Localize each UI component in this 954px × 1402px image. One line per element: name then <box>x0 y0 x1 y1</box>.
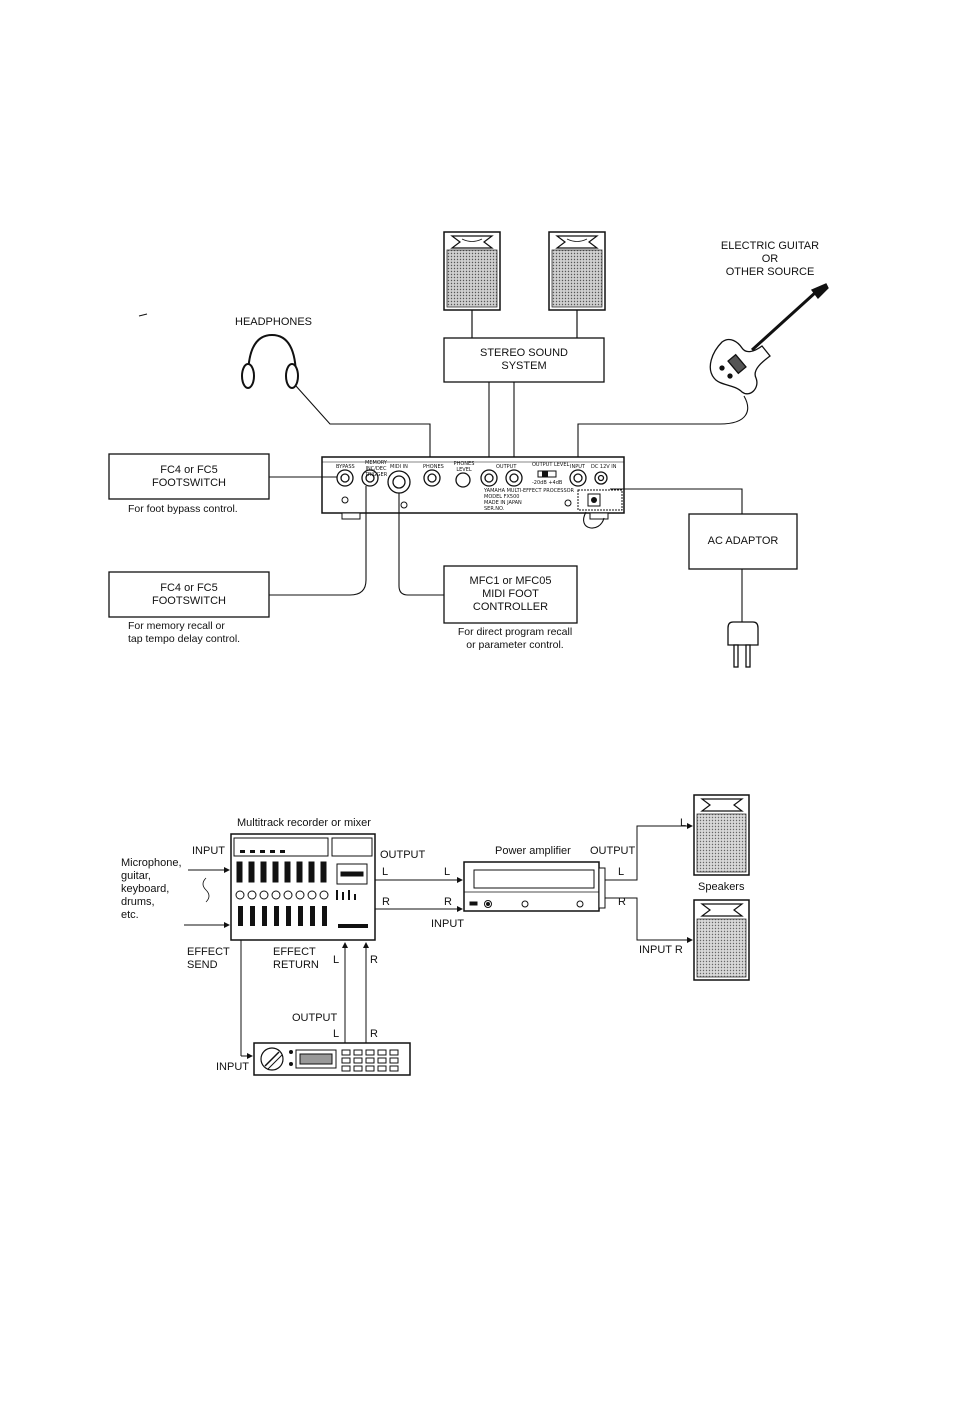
fx-output-r-label: R <box>370 1028 378 1040</box>
multitrack-label: Multitrack recorder or mixer <box>237 817 371 829</box>
mixer-output-label: OUTPUT <box>380 849 426 861</box>
footswitch-1-box <box>108 453 270 500</box>
ac-adaptor-label: AC ADAPTOR <box>707 535 779 547</box>
amp-input-r-label: R <box>444 896 452 908</box>
panel-bypass-label: BYPASS <box>336 464 355 470</box>
speakers-label: Speakers <box>698 881 745 893</box>
ac-adaptor-box <box>688 513 798 570</box>
footswitch-2-note: For memory recall or tap tempo delay con… <box>128 620 240 646</box>
footswitch-2-line-1: FC4 or FC5 <box>160 581 218 594</box>
midi-controller-box <box>443 565 578 624</box>
panel-model-label: MODEL FX500 <box>484 494 520 500</box>
power-amp-label: Power amplifier <box>495 845 571 857</box>
effect-send-line-1: EFFECT <box>187 946 230 958</box>
guitar-label: ELECTRIC GUITAR OR OTHER SOURCE <box>712 240 828 279</box>
panel-output-level-label: OUTPUT LEVEL <box>532 462 570 468</box>
midi-controller-line-2: MIDI FOOT <box>482 588 539 600</box>
speaker-input-r-label: INPUT R <box>639 944 683 956</box>
panel-output-label: OUTPUT <box>496 464 517 470</box>
panel-midi-in-label: MIDI IN <box>390 464 408 470</box>
stereo-system-box <box>443 337 605 383</box>
panel-phones-label: PHONES <box>423 464 444 470</box>
amp-output-label: OUTPUT <box>590 845 636 857</box>
panel-level-range-label: -20dB +4dB <box>532 480 563 486</box>
panel-made-in-label: MADE IN JAPAN <box>484 500 522 506</box>
return-l-label: L <box>333 954 340 966</box>
footswitch-2-note-line-2: tap tempo delay control. <box>128 633 241 645</box>
panel-phones-level-label: PHONES LEVEL <box>453 461 475 473</box>
footswitch-2-label: FC4 or FC5 FOOTSWITCH <box>109 572 269 617</box>
amp-input-l-label: L <box>444 866 451 878</box>
midi-controller-line-1: MFC1 or MFC05 <box>469 575 552 587</box>
power-plug-icon <box>727 621 759 668</box>
speaker-top-icon <box>693 794 750 876</box>
guitar-label-line-1: ELECTRIC GUITAR <box>720 240 820 252</box>
effect-send-label: EFFECT SEND <box>187 946 230 972</box>
fx-input-label: INPUT <box>216 1061 249 1073</box>
mixer-output-l-label: L <box>382 866 389 878</box>
source-line-2: guitar, <box>121 870 151 882</box>
panel-input-label: INPUT <box>570 464 585 470</box>
headphones-label: HEADPHONES <box>235 316 313 328</box>
effect-return-label: EFFECT RETURN <box>273 946 319 972</box>
power-amplifier-icon <box>463 861 606 912</box>
source-line-4: drums, <box>121 896 155 908</box>
panel-serial-label: SER.NO. <box>484 506 505 512</box>
fx500-front-panel-icon <box>253 1042 411 1076</box>
footswitch-1-label: FC4 or FC5 FOOTSWITCH <box>109 454 269 499</box>
amp-output-r-label: R <box>618 896 626 908</box>
fx-output-l-label: L <box>333 1028 340 1040</box>
speaker-bottom-icon <box>693 899 750 981</box>
panel-dc-in-label: DC 12V IN <box>591 464 617 470</box>
headphones-icon <box>241 333 299 389</box>
speaker-input-l-label: L <box>680 817 687 829</box>
midi-note-line-1: For direct program recall <box>457 626 573 638</box>
footswitch-1-line-2: FOOTSWITCH <box>152 476 226 489</box>
return-r-label: R <box>370 954 378 966</box>
fx-output-label: OUTPUT <box>292 1012 338 1024</box>
effect-return-line-1: EFFECT <box>273 946 316 958</box>
footswitch-2-box <box>108 571 270 618</box>
sources-label: Microphone, guitar, keyboard, drums, etc… <box>121 857 182 922</box>
panel-yamaha-label: YAMAHA MULTI-EFFECT PROCESSOR <box>484 488 575 494</box>
midi-controller-line-3: CONTROLLER <box>472 601 549 613</box>
electric-guitar-icon <box>709 283 829 395</box>
source-line-1: Microphone, <box>121 857 182 869</box>
stereo-system-line-1: STEREO SOUND <box>479 347 568 359</box>
effect-send-line-2: SEND <box>187 959 218 971</box>
midi-note-line-2: or parameter control. <box>466 639 564 651</box>
source-line-5: etc. <box>121 909 139 921</box>
amp-output-l-label: L <box>618 866 625 878</box>
guitar-label-line-3: OTHER SOURCE <box>725 266 815 278</box>
amp-input-label: INPUT <box>431 918 464 930</box>
footswitch-1-note: For foot bypass control. <box>128 503 238 515</box>
guitar-label-line-2: OR <box>761 253 779 265</box>
mixer-output-r-label: R <box>382 896 390 908</box>
multitrack-recorder-icon <box>230 833 376 941</box>
footswitch-2-note-line-1: For memory recall or <box>128 620 225 632</box>
stereo-system-label: STEREO SOUND SYSTEM <box>444 338 604 382</box>
speaker-right-icon <box>548 231 606 311</box>
effect-return-line-2: RETURN <box>273 959 319 971</box>
midi-controller-note: For direct program recall or parameter c… <box>440 626 590 652</box>
footswitch-2-line-2: FOOTSWITCH <box>152 594 226 607</box>
speaker-left-icon <box>443 231 501 311</box>
footswitch-1-line-1: FC4 or FC5 <box>160 463 218 476</box>
fx500-rear-panel <box>321 456 625 520</box>
source-line-3: keyboard, <box>121 883 170 895</box>
stereo-system-line-2: SYSTEM <box>501 360 547 372</box>
panel-memory-label: MEMORY INC/DEC TRIGGER <box>364 460 388 478</box>
midi-controller-label: MFC1 or MFC05 MIDI FOOT CONTROLLER <box>444 566 577 623</box>
mixer-input-label: INPUT <box>192 845 225 857</box>
